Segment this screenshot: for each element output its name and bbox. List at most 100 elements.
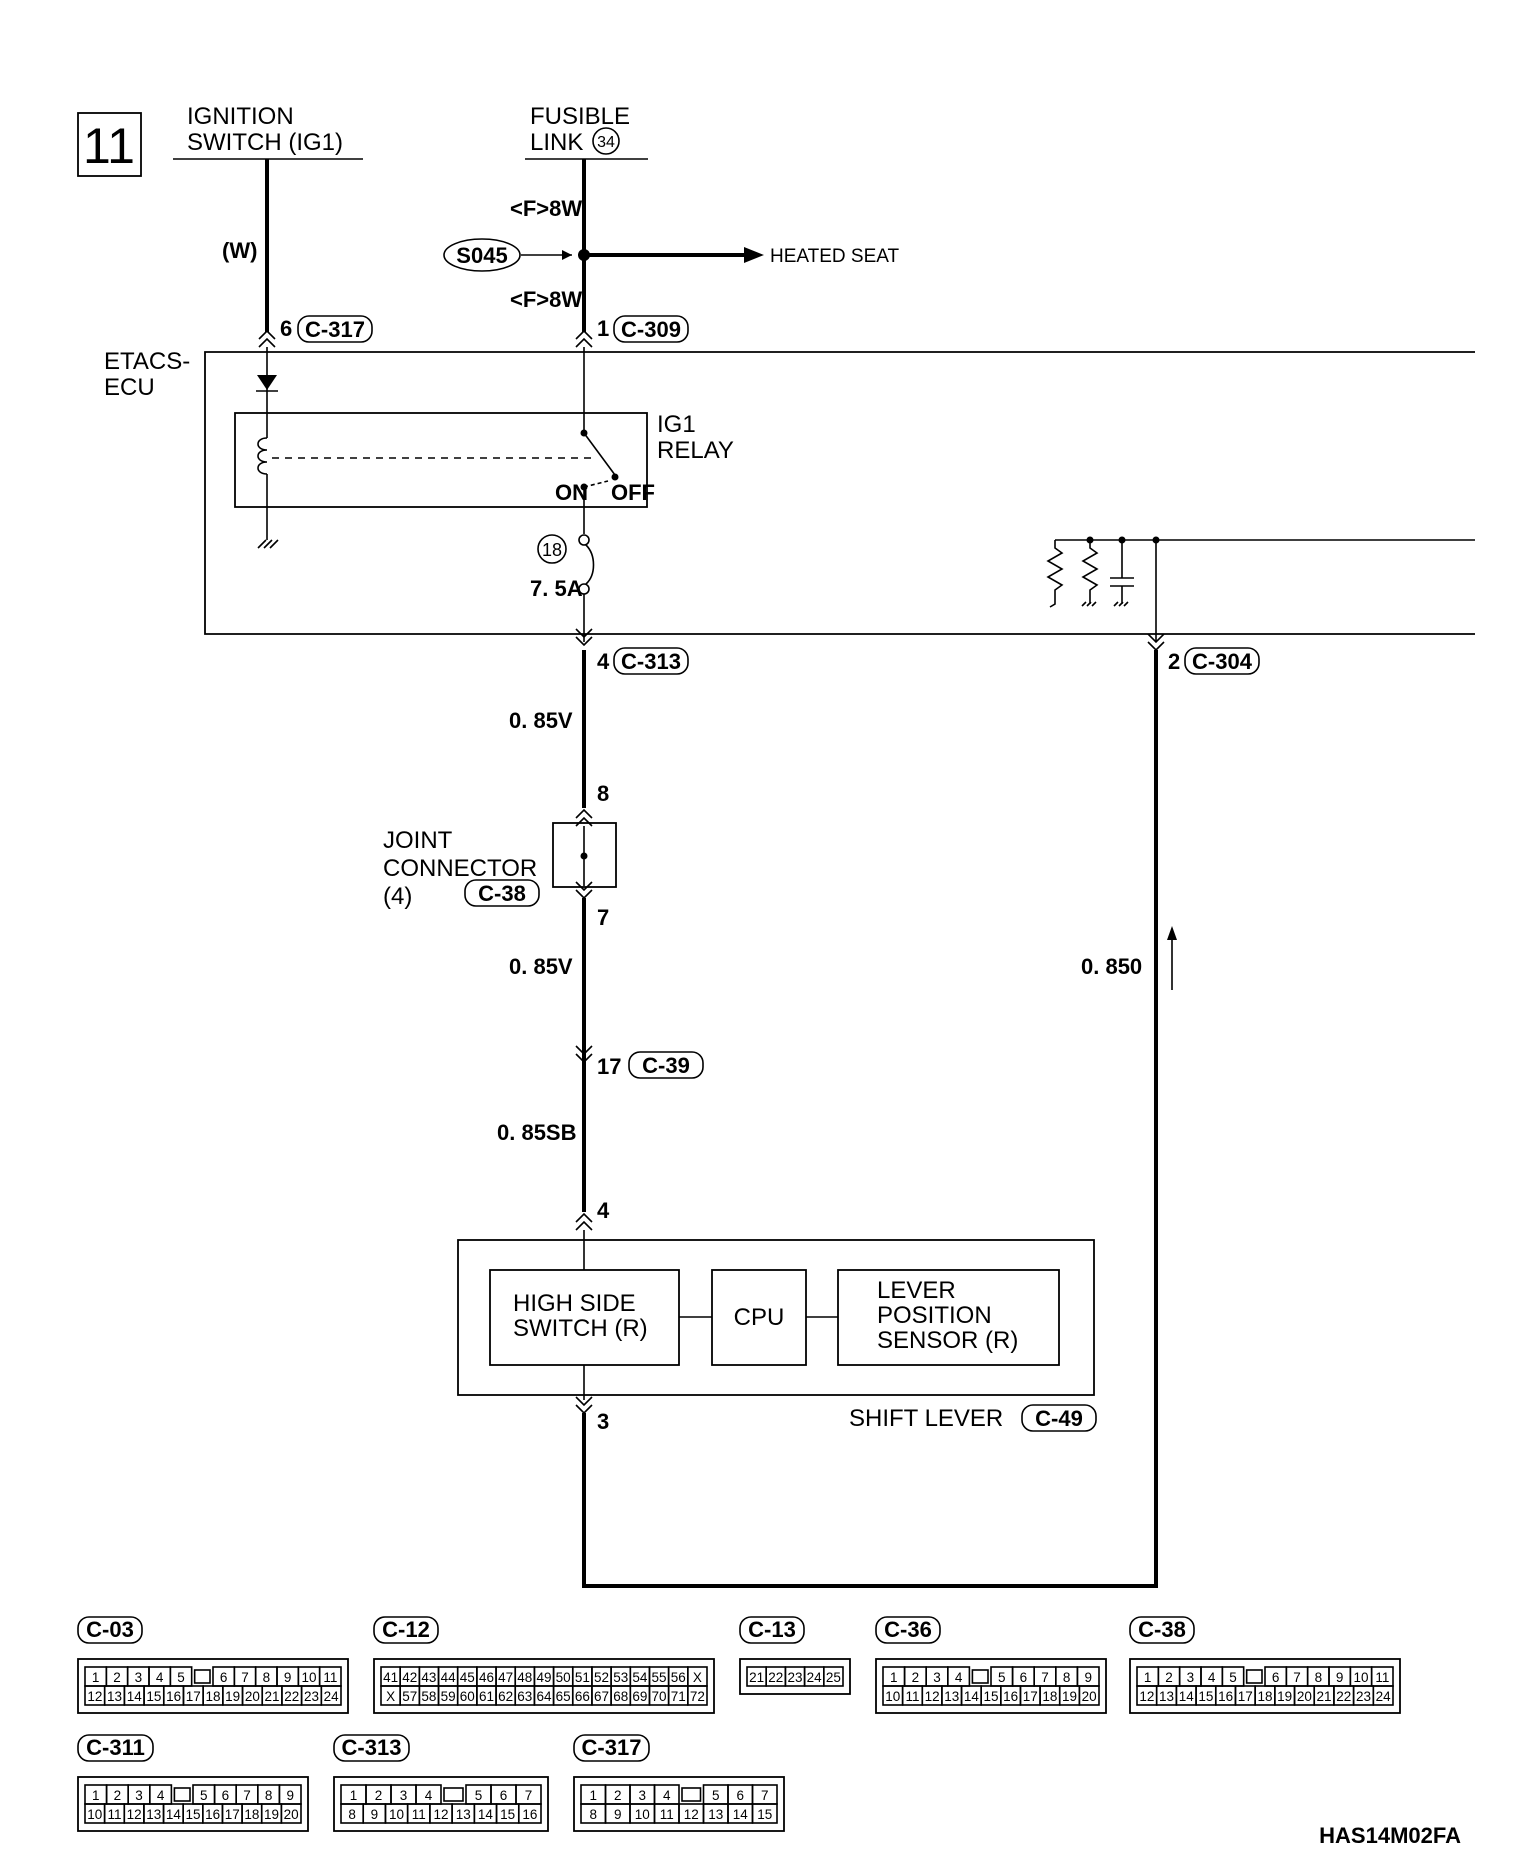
connector-pin-number: 51 (575, 1670, 590, 1685)
connector-pin-number: 16 (1003, 1689, 1018, 1704)
current-direction-arrow-head (1167, 926, 1177, 940)
connector-pin-number: 14 (1179, 1689, 1195, 1704)
connector-pin-number: 3 (400, 1788, 408, 1803)
connector-pin-cell (822, 1666, 844, 1687)
connector-pin-number: 52 (594, 1670, 609, 1685)
connector-pin-number: 19 (225, 1689, 240, 1704)
connector-pin-number: 44 (441, 1670, 457, 1685)
connector-pin-number: 68 (613, 1689, 628, 1704)
label-line: JOINT (383, 827, 453, 854)
connector-pin-number: 12 (1139, 1689, 1154, 1704)
connector-pin-number: 6 (222, 1788, 230, 1803)
cpu-label: CPU (734, 1304, 785, 1331)
out-terminal-conn-box (613, 647, 689, 675)
connector-pin-number: 1 (890, 1670, 898, 1685)
fuse-element (585, 544, 595, 585)
connector-pin-number: 6 (1272, 1670, 1280, 1685)
connector-pin-number: 23 (1356, 1689, 1371, 1704)
out-terminal-pin: 4 (597, 649, 610, 674)
jc-conn-box (464, 879, 540, 907)
connector-pin-number: 18 (1257, 1689, 1272, 1704)
connector-lock-tab (173, 1787, 191, 1802)
connector-pin-number: 45 (460, 1670, 475, 1685)
connector-pin-number: 1 (1144, 1670, 1152, 1685)
connector-pin-number: 16 (166, 1689, 181, 1704)
connector-pin-number: 5 (475, 1788, 483, 1803)
ignition-wire-color: (W) (222, 238, 257, 263)
sl-in-symbol (575, 1212, 593, 1231)
connector-pin-number: 15 (983, 1689, 998, 1704)
label-line: SENSOR (R) (877, 1327, 1018, 1354)
connector-view-shell (373, 1658, 715, 1714)
label-line: POSITION (877, 1302, 992, 1329)
connector-pin-number: 58 (421, 1689, 436, 1704)
connector-view-name: C-03 (86, 1617, 134, 1642)
connector-pin-number: 5 (712, 1788, 720, 1803)
splice-label: S045 (456, 243, 507, 268)
connector-lock-tab (193, 1669, 211, 1684)
pullup-resistor (1046, 540, 1064, 608)
heated-seat-label: HEATED SEAT (770, 246, 900, 267)
connector-pin-cell (280, 1803, 302, 1824)
fusible-wire-lower: <F>8W (510, 287, 582, 312)
connector-view-name-box (875, 1616, 941, 1644)
connector-pin-number: 53 (613, 1670, 628, 1685)
connector-pin-number: 9 (371, 1807, 379, 1822)
connector-pin-number: 70 (652, 1689, 667, 1704)
connector-view-name-box (739, 1616, 805, 1644)
connector-pin-number: 50 (556, 1670, 571, 1685)
connector-pin-number: 57 (402, 1689, 417, 1704)
fusible-link-number: 34 (597, 134, 615, 151)
connector-pin-number: 15 (757, 1807, 772, 1822)
relay-on-label: ON (555, 480, 588, 505)
connector-pin-number: 9 (614, 1807, 622, 1822)
connector-pin-number: 21 (1317, 1689, 1332, 1704)
connector-view-name-box (373, 1616, 439, 1644)
connector-pin-number: 19 (264, 1807, 279, 1822)
shift-lever-conn: C-49 (1035, 1406, 1083, 1431)
connector-lock-tab (971, 1669, 989, 1684)
connector-pin-number: 6 (736, 1788, 744, 1803)
fuse-top-terminal (578, 534, 590, 546)
c39-terminal-symbol (575, 1045, 593, 1064)
label-line: IGNITION (187, 103, 294, 130)
connector-pin-number: 7 (525, 1788, 533, 1803)
splice-pointer-head (562, 250, 572, 260)
connector-pin-number: 12 (925, 1689, 940, 1704)
connector-pin-number: 4 (156, 1670, 164, 1685)
label-line: IG1 (657, 411, 696, 438)
connector-pin-number: 22 (1336, 1689, 1351, 1704)
connector-pin-number: 10 (635, 1807, 650, 1822)
connector-pin-number: 67 (594, 1689, 609, 1704)
connector-pin-number: 56 (671, 1670, 686, 1685)
input-capacitor (1110, 540, 1134, 607)
connector-pin-number: 9 (286, 1788, 294, 1803)
connector-pin-number: 21 (749, 1670, 764, 1685)
connector-pin-number: 49 (536, 1670, 551, 1685)
connector-pin-number: 2 (113, 1670, 121, 1685)
connector-pin-number: 6 (1020, 1670, 1028, 1685)
pulldown-resistor (1081, 540, 1099, 607)
connector-view-name: C-12 (382, 1617, 430, 1642)
label-line: RELAY (657, 437, 734, 464)
relay-coil (257, 437, 268, 475)
connector-pin-number: 3 (1187, 1670, 1195, 1685)
connector-pin-number: 61 (479, 1689, 494, 1704)
connector-pin-number: 46 (479, 1670, 494, 1685)
connector-pin-number: 7 (1041, 1670, 1049, 1685)
connector-view-name: C-38 (1138, 1617, 1186, 1642)
connector-pin-number: 1 (350, 1788, 358, 1803)
connector-pin-number: 2 (912, 1670, 920, 1685)
out-terminal-conn: C-313 (621, 649, 681, 674)
connector-pin-number: 7 (761, 1788, 769, 1803)
connector-pin-number: 14 (478, 1807, 494, 1822)
shift-lever-conn-box (1021, 1404, 1097, 1432)
connector-pin-number: 15 (185, 1807, 200, 1822)
